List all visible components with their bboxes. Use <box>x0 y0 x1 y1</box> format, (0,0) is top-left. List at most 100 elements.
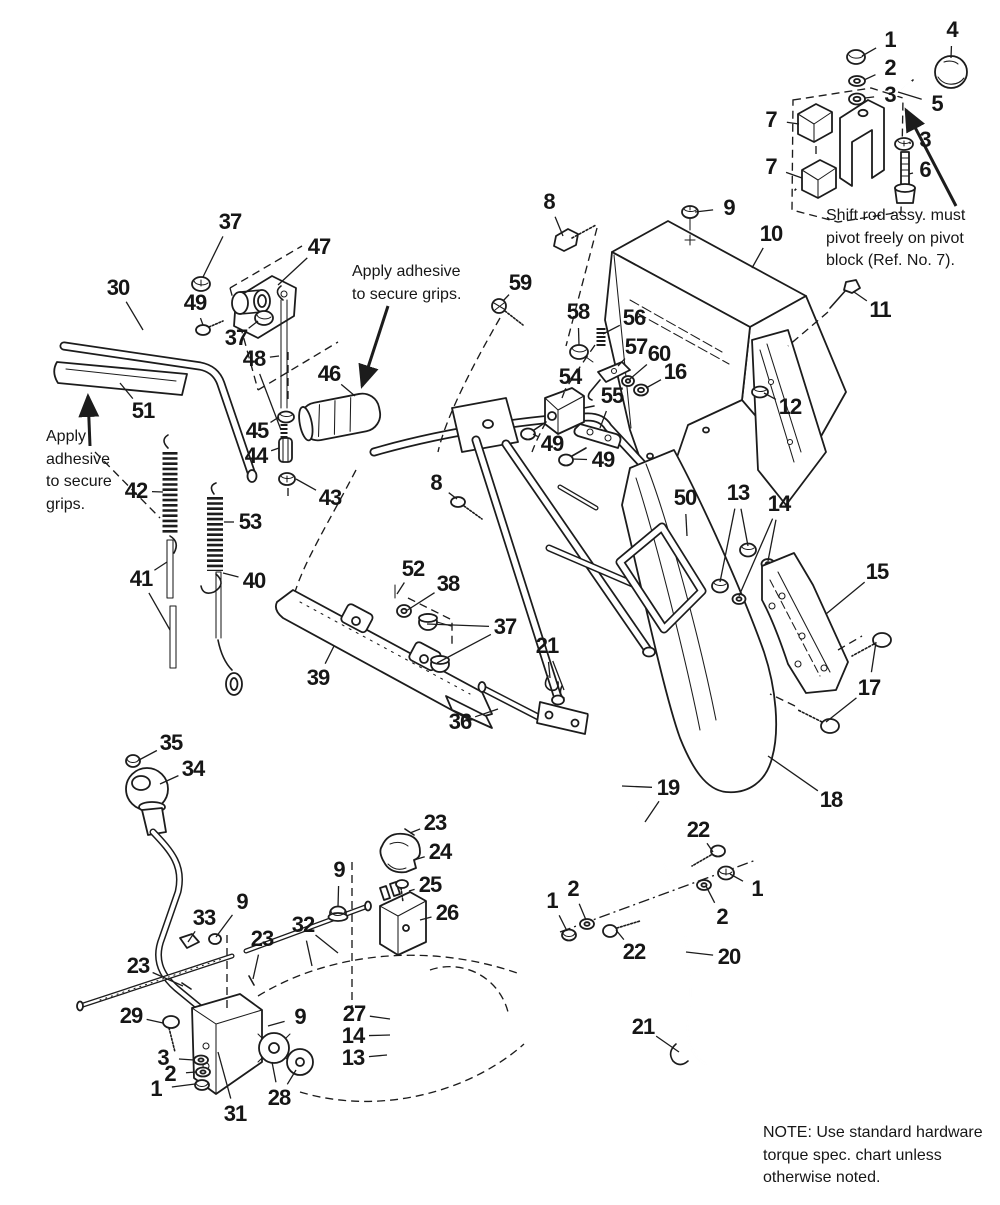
torque-note: NOTE: Use standard hardware torque spec.… <box>763 1124 983 1187</box>
callout-label-54: 54 <box>558 364 583 389</box>
callout-leader <box>719 508 736 583</box>
callout-label-37: 37 <box>493 614 518 639</box>
callout-leader <box>270 416 280 423</box>
callout-label-1: 1 <box>150 1076 162 1101</box>
callout-label-1: 1 <box>546 888 558 913</box>
callout-leader <box>909 172 914 175</box>
callout-label-39: 39 <box>306 665 331 690</box>
callout-leader <box>870 641 877 673</box>
side-plate-12 <box>751 329 827 506</box>
callout-leader <box>270 447 280 452</box>
callout-label-56: 56 <box>622 305 647 330</box>
callout-leader <box>645 379 662 389</box>
callout-leader <box>615 929 625 941</box>
callout-label-37: 37 <box>224 325 249 350</box>
nut-1b <box>194 1079 210 1091</box>
callout-leader <box>267 1020 285 1027</box>
callout-leader <box>269 355 280 358</box>
callout-label-31: 31 <box>223 1101 248 1126</box>
callout-label-7: 7 <box>765 154 777 179</box>
shift-note-arrow <box>904 107 958 207</box>
callout-leader <box>767 519 777 562</box>
callout-label-2: 2 <box>716 904 728 929</box>
link-36 <box>536 701 589 735</box>
screw-49b <box>520 427 536 441</box>
callout-leader <box>853 291 868 302</box>
callout-leader <box>436 633 492 664</box>
callout-label-27: 27 <box>342 1001 367 1026</box>
callout-leader <box>286 1069 297 1085</box>
bracket-31 <box>191 993 263 1095</box>
callout-label-59: 59 <box>508 270 533 295</box>
nut-1d <box>561 928 577 942</box>
clamp-24 <box>379 832 421 874</box>
callout-label-1: 1 <box>884 27 896 52</box>
callout-leader <box>222 572 239 578</box>
callout-leader <box>315 934 339 954</box>
callout-label-21: 21 <box>631 1014 656 1039</box>
callout-label-9: 9 <box>294 1004 306 1029</box>
bolt-11 <box>843 279 861 294</box>
callout-label-58: 58 <box>566 299 591 324</box>
callout-leader <box>324 645 335 664</box>
callout-leader <box>178 1058 195 1061</box>
callout-label-30: 30 <box>106 275 131 300</box>
part-lift-rods <box>559 706 757 1066</box>
callout-leader <box>621 785 653 788</box>
callout-leader <box>729 873 744 882</box>
bolt-17a <box>872 632 892 648</box>
callout-leader <box>405 592 435 612</box>
callout-leader <box>785 171 803 179</box>
callout-leader <box>825 581 866 615</box>
callout-label-20: 20 <box>717 944 742 969</box>
callout-leader <box>426 623 490 628</box>
callout-leader <box>119 382 134 400</box>
callout-label-23: 23 <box>250 926 275 951</box>
callout-leader <box>629 363 648 380</box>
callout-label-4: 4 <box>946 17 958 42</box>
callout-leader <box>340 383 356 397</box>
callout-label-46: 46 <box>317 361 342 386</box>
callout-label-60: 60 <box>647 341 672 366</box>
part-shift-lever-group <box>76 754 525 1103</box>
nut-37b <box>254 310 274 326</box>
callout-label-47: 47 <box>307 234 332 259</box>
callout-label-2: 2 <box>164 1061 176 1086</box>
callout-leader <box>413 856 425 861</box>
callout-leader <box>146 1018 164 1024</box>
callout-label-41: 41 <box>129 566 154 591</box>
callout-label-33: 33 <box>192 905 217 930</box>
callout-leader <box>751 247 764 269</box>
callout-leader <box>159 775 179 785</box>
screw-49c <box>558 453 574 467</box>
callout-label-25: 25 <box>418 872 443 897</box>
callout-leader <box>248 320 259 329</box>
bolt-8 <box>553 228 579 252</box>
callout-label-49: 49 <box>591 447 616 472</box>
callout-leader <box>786 121 800 125</box>
callout-label-9: 9 <box>236 889 248 914</box>
link-55 <box>573 423 622 449</box>
callout-leader <box>763 392 777 400</box>
callout-label-32: 32 <box>291 912 316 937</box>
callout-leader <box>277 257 308 286</box>
callout-label-13: 13 <box>726 480 751 505</box>
callout-label-38: 38 <box>436 571 461 596</box>
callout-label-21: 21 <box>535 633 560 658</box>
callout-label-22: 22 <box>622 939 647 964</box>
callout-label-52: 52 <box>401 556 426 581</box>
screw-22a <box>710 844 726 858</box>
callout-label-1: 1 <box>751 876 763 901</box>
callout-label-9: 9 <box>333 857 345 882</box>
callout-leader <box>532 433 539 438</box>
callout-label-35: 35 <box>159 730 184 755</box>
callout-leader <box>578 903 587 921</box>
grip-51 <box>53 361 188 396</box>
callout-label-18: 18 <box>819 787 844 812</box>
callout-leader <box>685 951 714 956</box>
callout-label-49: 49 <box>183 290 208 315</box>
callout-leader <box>864 96 875 99</box>
callout-label-57: 57 <box>624 334 649 359</box>
callout-label-2: 2 <box>567 876 579 901</box>
callout-leader <box>738 518 774 597</box>
